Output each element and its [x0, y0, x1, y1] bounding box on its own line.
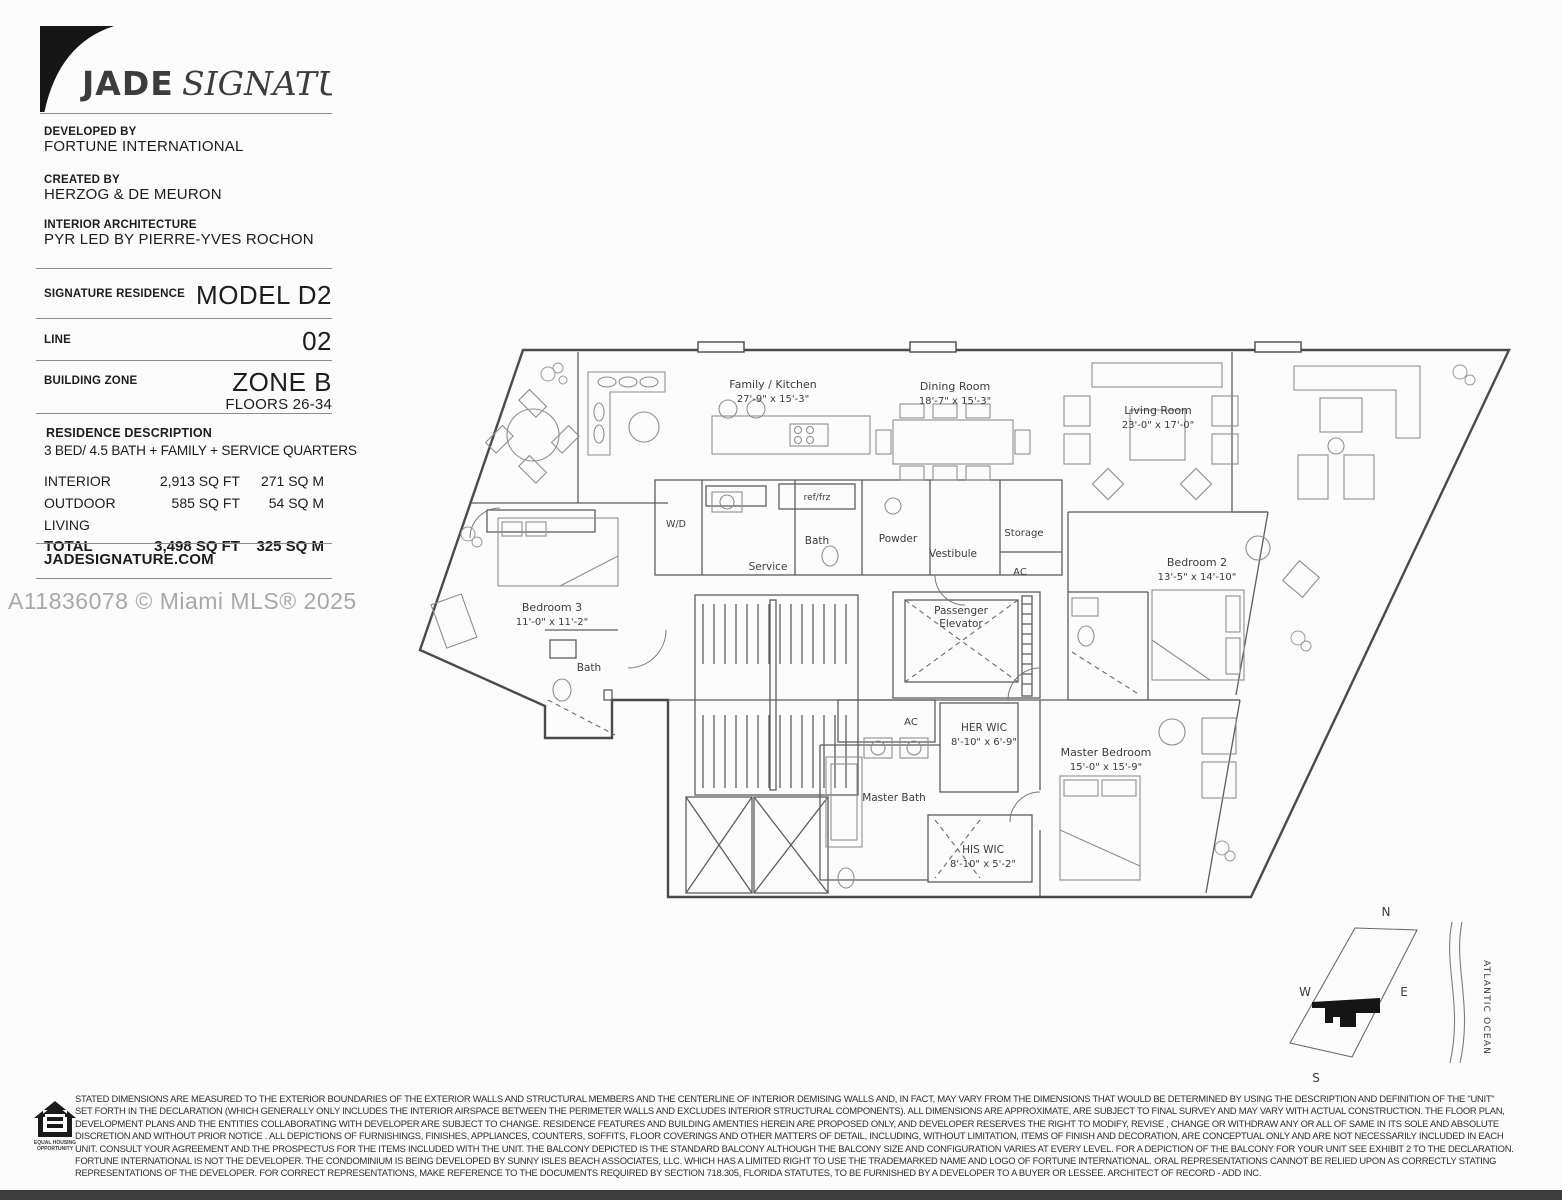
- model-value: MODEL D2: [196, 280, 332, 310]
- zone-value: ZONE B: [232, 367, 332, 397]
- room-label-passenger: Passenger: [934, 605, 988, 617]
- room-label-elevator: Elevator: [939, 618, 983, 630]
- compass-south: S: [1312, 1071, 1320, 1085]
- disclaimer-line-7: REPRESENTATIONS OF THE DEVELOPER. FOR CO…: [75, 1167, 1262, 1179]
- disclaimer-line-2: SET FORTH IN THE DECLARATION (WHICH GENE…: [75, 1105, 1505, 1117]
- room-dims-living: 23'-0" x 17'-0": [1122, 420, 1194, 431]
- line-row: LINE 02: [36, 326, 332, 357]
- room-label-family-kitchen: Family / Kitchen: [729, 378, 816, 391]
- plant-decor: [460, 362, 1476, 862]
- room-label-dining: Dining Room: [920, 380, 990, 393]
- room-label-his-wic: HIS WIC: [962, 844, 1004, 856]
- area-row-total: TOTAL 3,498 SQ FT 325 SQ M: [44, 538, 324, 555]
- room-label-vestibule: Vestibule: [929, 548, 977, 560]
- room-label-powder: Powder: [879, 533, 918, 545]
- signature-residence-row: SIGNATURE RESIDENCE MODEL D2: [36, 280, 332, 311]
- signature-residence-label: SIGNATURE RESIDENCE: [44, 288, 185, 300]
- line-value: 02: [302, 326, 332, 356]
- developed-by-label: DEVELOPED BY: [44, 126, 137, 138]
- compass-west: W: [1299, 985, 1311, 999]
- disclaimer-line-6: FORTUNE INTERNATIONAL IS NOT THE DEVELOP…: [75, 1155, 1497, 1167]
- logo-text-jade: JADE: [80, 64, 174, 103]
- room-dims-his-wic: 8'-10" x 5'-2": [950, 859, 1016, 870]
- room-label-master-bath: Master Bath: [862, 792, 926, 804]
- room-label-bedroom3: Bedroom 3: [522, 601, 582, 614]
- room-dims-family-kitchen: 27'-9" x 15'-3": [737, 394, 809, 405]
- structural-tabs: [697, 341, 1302, 353]
- atlantic-ocean-label: ATLANTIC OCEAN: [1481, 960, 1491, 1055]
- room-label-service: Service: [749, 561, 788, 573]
- equal-housing-icon: EQUAL HOUSING OPPORTUNITY: [33, 1100, 77, 1163]
- bottom-border-bar: [0, 1190, 1562, 1200]
- room-dims-bedroom3: 11'-0" x 11'-2": [516, 617, 588, 628]
- room-label-bath3: Bath: [577, 662, 601, 674]
- furniture: [430, 362, 1421, 889]
- room-dims-master-bedroom: 15'-0" x 15'-9": [1070, 762, 1142, 773]
- key-plan: N W E S ATLANTIC OCEAN: [1289, 905, 1491, 1085]
- interior-walls: [469, 352, 1269, 897]
- room-label-bedroom2: Bedroom 2: [1167, 556, 1227, 569]
- disclaimer-line-3: DEVELOPMENT PLANS AND THE ENTITIES COLLA…: [75, 1117, 1499, 1129]
- disclaimer-line-5: UNIT. CONSULT YOUR AGREEMENT AND THE PRO…: [75, 1142, 1514, 1154]
- room-label-storage: Storage: [1004, 528, 1043, 539]
- compass-north: N: [1382, 905, 1391, 919]
- svg-text:EQUAL HOUSING: EQUAL HOUSING: [34, 1140, 76, 1146]
- room-label-living: Living Room: [1124, 404, 1192, 417]
- room-label-ref-frz: ref/frz: [804, 493, 831, 503]
- room-label-master-bedroom: Master Bedroom: [1061, 746, 1152, 759]
- website: JADESIGNATURE.COM: [44, 551, 214, 568]
- building-zone-row: BUILDING ZONE ZONE B FLOORS 26-34: [36, 367, 332, 413]
- disclaimer-line-4: DISCRETION AND WITHOUT PRIOR NOTICE . AL…: [75, 1130, 1504, 1142]
- floors-value: FLOORS 26-34: [225, 396, 332, 413]
- room-labels: Family / Kitchen 27'-9" x 15'-3" Dining …: [516, 378, 1237, 870]
- disclaimer-line-1: STATED DIMENSIONS ARE MEASURED TO THE EX…: [75, 1093, 1495, 1104]
- interior-architecture-value: PYR LED BY PIERRE-YVES ROCHON: [44, 231, 314, 248]
- area-table: INTERIOR 2,913 SQ FT 271 SQ M OUTDOOR LI…: [36, 470, 332, 558]
- shoreline-wave: [1449, 921, 1456, 1064]
- area-row-interior: INTERIOR 2,913 SQ FT 271 SQ M: [44, 473, 324, 489]
- line-label: LINE: [44, 334, 71, 346]
- residence-description-label: RESIDENCE DESCRIPTION: [46, 426, 213, 440]
- room-label-bath-service: Bath: [805, 535, 829, 547]
- mls-watermark: A11836078 © Miami MLS® 2025: [8, 588, 357, 614]
- developed-by-value: FORTUNE INTERNATIONAL: [44, 138, 244, 155]
- room-label-wd: W/D: [666, 519, 686, 530]
- created-by-value: HERZOG & DE MEURON: [44, 186, 222, 203]
- shoreline-wave-2: [1459, 921, 1466, 1064]
- unit-location-marker: [1312, 998, 1380, 1027]
- room-dims-bedroom2: 13'-5" x 14'-10": [1158, 572, 1237, 583]
- interior-architecture-label: INTERIOR ARCHITECTURE: [44, 219, 197, 231]
- room-dims-dining: 18'-7" x 15'-3": [919, 396, 991, 407]
- jade-logo-mark: [40, 26, 114, 114]
- door-arcs: [469, 507, 1041, 823]
- legal-disclaimer: STATED DIMENSIONS ARE MEASURED TO THE EX…: [75, 1093, 1545, 1180]
- room-dims-her-wic: 8'-10" x 6'-9": [951, 737, 1017, 748]
- compass-east: E: [1400, 985, 1408, 999]
- dashed-lines: [547, 599, 1141, 879]
- room-label-her-wic: HER WIC: [961, 722, 1007, 734]
- area-row-outdoor: OUTDOOR LIVING 585 SQ FT 54 SQ M: [44, 495, 324, 533]
- svg-text:OPPORTUNITY: OPPORTUNITY: [37, 1146, 74, 1152]
- building-zone-label: BUILDING ZONE: [44, 375, 138, 387]
- room-label-ac-upper: AC: [1013, 567, 1027, 578]
- room-label-ac-lower: AC: [904, 717, 918, 728]
- created-by-label: CREATED BY: [44, 174, 120, 186]
- residence-description: 3 BED/ 4.5 BATH + FAMILY + SERVICE QUART…: [44, 443, 357, 458]
